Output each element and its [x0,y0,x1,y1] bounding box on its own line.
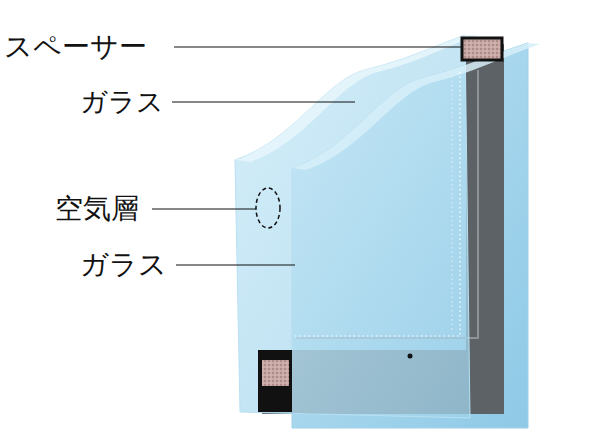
spacer-cap-top [462,38,502,60]
desiccant-dots-2 [452,76,453,330]
part-label: ガラス [80,88,164,115]
back-glass-edge [292,43,540,170]
leader-line [174,46,462,47]
part-label: スペーサー [4,33,147,61]
part-label: 空気層 [55,195,139,223]
spacer-cap-bottom [258,350,292,412]
leader-line [176,264,295,265]
front-glass-edge [235,35,478,162]
leader-line [152,208,256,209]
dot-mark [408,354,413,359]
spacer-cap-bottom-fill [262,360,289,386]
desiccant-dots [292,72,460,336]
leader-line [172,101,355,102]
air-layer-marker [256,188,280,228]
front-glass [235,35,470,418]
part-label: ガラス [80,251,167,279]
